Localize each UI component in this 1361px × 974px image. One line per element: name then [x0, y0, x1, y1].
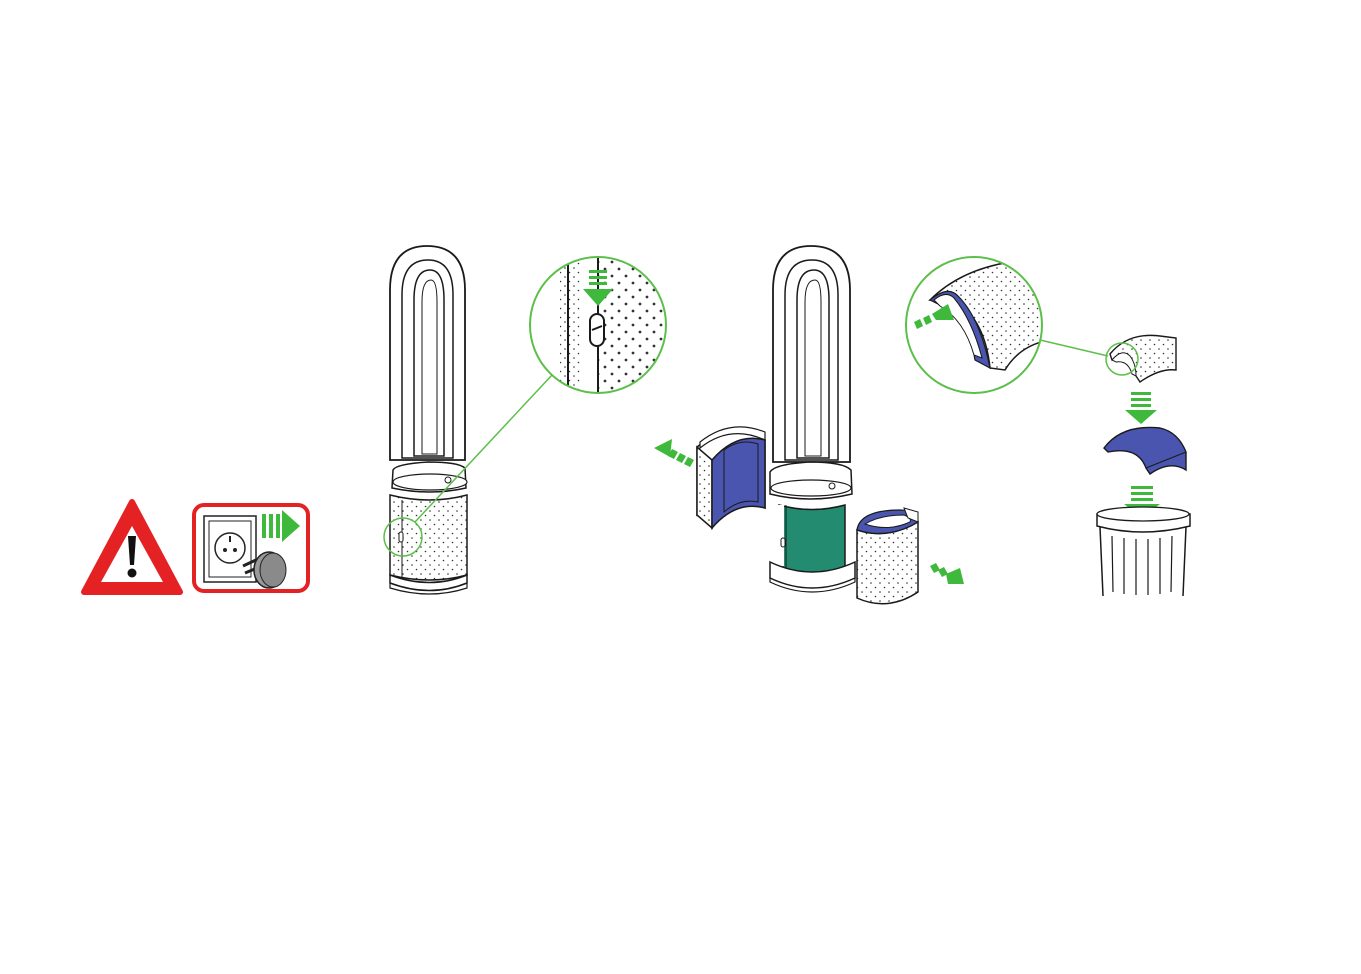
filter-shroud-icon [857, 508, 918, 604]
outward-arrow-icon [930, 563, 964, 584]
discard-filter-step [906, 257, 1190, 596]
unplug-socket-icon [194, 505, 308, 591]
warning-triangle-icon [84, 502, 180, 592]
trash-bin-icon [1097, 507, 1190, 596]
zoom-circle-icon [906, 257, 1050, 393]
tower-purifier-icon [770, 246, 855, 592]
filter-shroud-icon [697, 427, 765, 528]
tower-purifier-icon [390, 246, 467, 594]
release-button-zoom [530, 250, 673, 400]
release-button-icon [590, 314, 604, 346]
zoom-connector [1040, 340, 1108, 356]
filter-insert-icon [1104, 427, 1186, 474]
down-arrow-icon [1125, 392, 1157, 424]
warning-step [84, 502, 308, 592]
outward-arrow-icon [654, 439, 694, 467]
release-button-step [384, 246, 673, 594]
